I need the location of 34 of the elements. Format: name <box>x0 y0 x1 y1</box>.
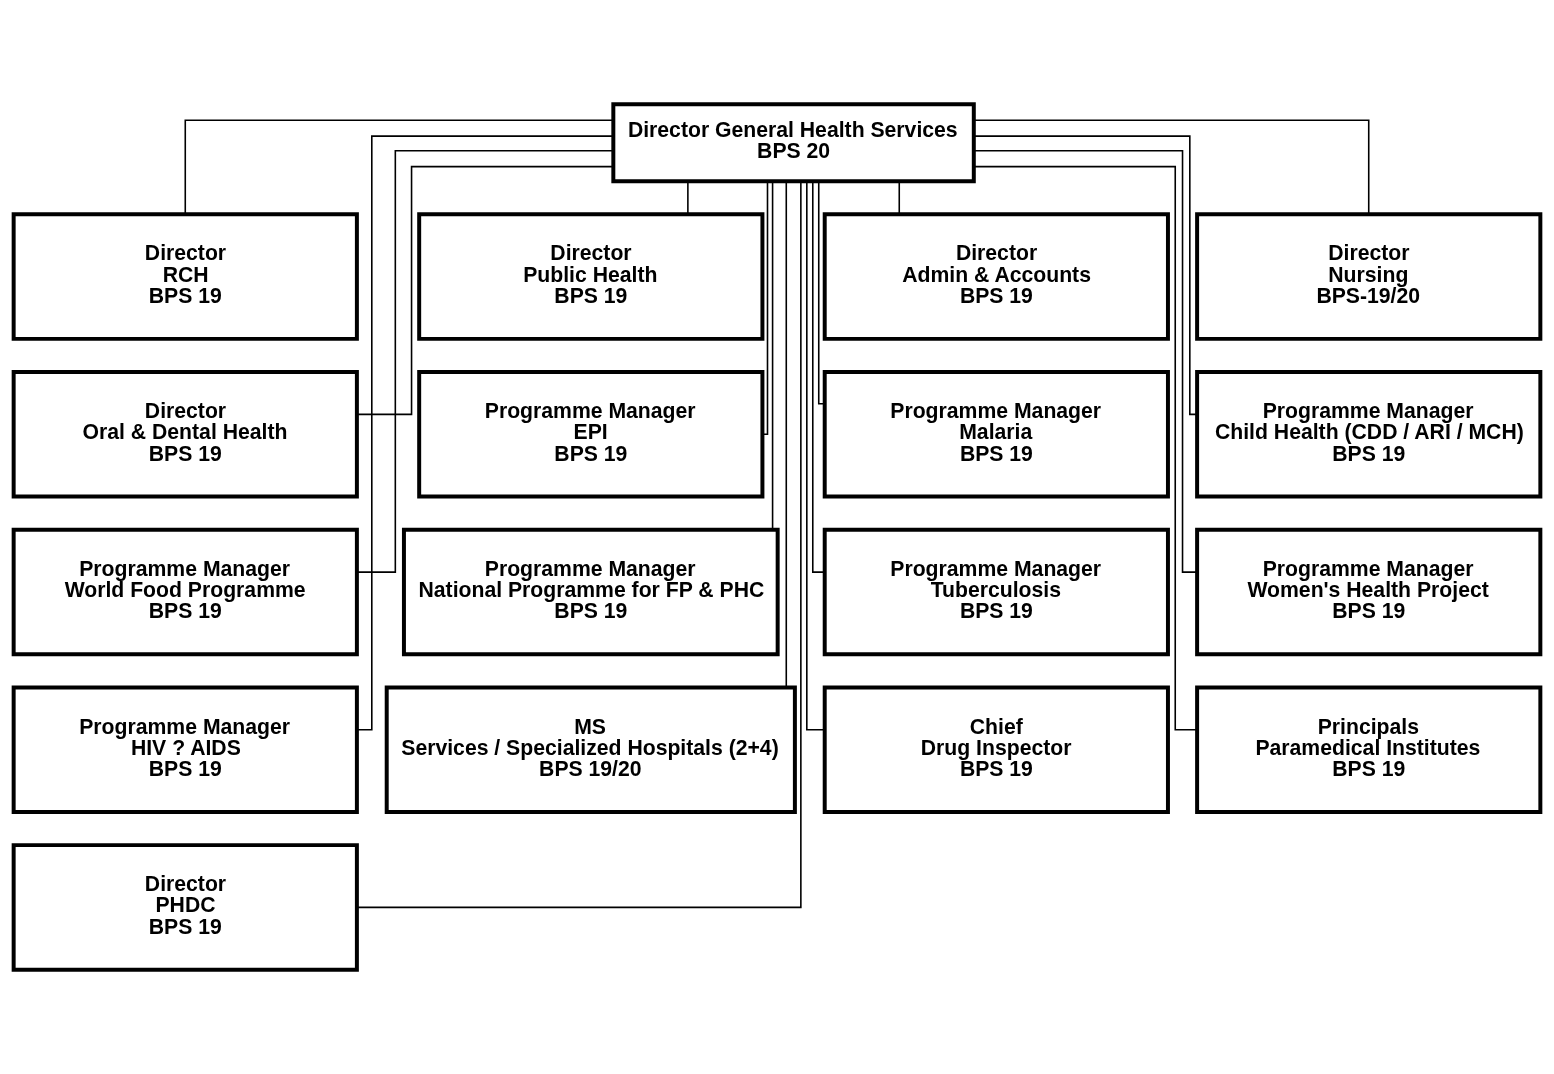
node-box: Programme Manager Child Health (CDD / ARI / MCH) BPS 19 <box>1195 370 1543 499</box>
node-box: Programme Manager Women's Health Project BPS 19 <box>1195 527 1543 657</box>
node-box: Programme Manager National Programme for FP & PHC BPS 19 <box>401 527 780 657</box>
connector <box>817 180 826 405</box>
connector <box>973 149 1198 573</box>
connector <box>184 119 614 215</box>
node-box: Programme Manager EPI BPS 19 <box>417 370 765 499</box>
connector <box>762 180 769 436</box>
node-box: MS Services / Specialized Hospitals (2+4) BPS 19/20 <box>384 685 797 814</box>
node-box: Chief Drug Inspector BPS 19 <box>822 685 1170 814</box>
connector <box>356 135 614 731</box>
connector <box>356 149 614 573</box>
node-box: Director RCH BPS 19 <box>11 212 359 341</box>
connector <box>806 180 826 731</box>
connector <box>973 135 1198 416</box>
node-box: Principals Paramedical Institutes BPS 19 <box>1195 685 1543 814</box>
node-box: Director General Health Services BPS 20 <box>611 102 976 184</box>
node-box: Programme Manager World Food Programme BPS 19 <box>11 527 359 657</box>
connector <box>973 119 1370 215</box>
connector <box>898 180 901 215</box>
node-box: Director Public Health BPS 19 <box>417 212 765 341</box>
connector <box>687 180 689 215</box>
connector <box>356 180 802 909</box>
connector <box>785 180 788 688</box>
node-box: Director Nursing BPS-19/20 <box>1195 212 1543 341</box>
connector <box>771 180 774 531</box>
node-box: Programme Manager HIV ? AIDS BPS 19 <box>11 685 359 814</box>
node-box: Director PHDC BPS 19 <box>11 843 359 972</box>
node-box: Programme Manager Tuberculosis BPS 19 <box>822 527 1170 657</box>
node-box: Director Oral & Dental Health BPS 19 <box>11 370 359 499</box>
node-box: Director Admin & Accounts BPS 19 <box>822 212 1170 341</box>
node-box: Programme Manager Malaria BPS 19 <box>822 370 1170 499</box>
connector <box>812 180 826 573</box>
connector <box>356 165 614 416</box>
